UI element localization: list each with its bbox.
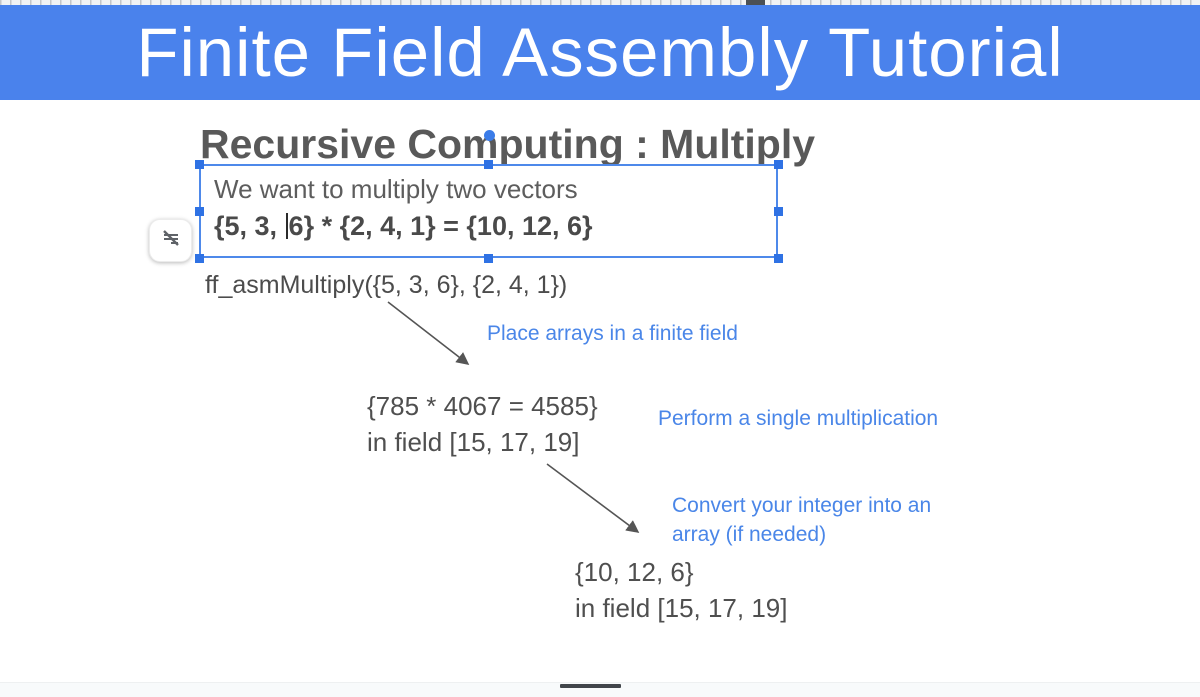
step2-line-1: {785 * 4067 = 4585}: [367, 391, 598, 421]
step2-line-2: in field [15, 17, 19]: [367, 427, 580, 457]
selection-handle-top-middle[interactable]: [484, 160, 493, 169]
textbox-line-2-before-caret: {5, 3,: [214, 211, 285, 241]
rotation-handle[interactable]: [484, 130, 495, 141]
selection-handle-top-left[interactable]: [195, 160, 204, 169]
flow-arrow-2[interactable]: [540, 456, 652, 546]
step3-block[interactable]: {10, 12, 6} in field [15, 17, 19]: [575, 554, 787, 626]
banner-title-text: Finite Field Assembly Tutorial: [136, 14, 1064, 91]
code-call-text[interactable]: ff_asmMultiply({5, 3, 6}, {2, 4, 1}): [205, 271, 568, 299]
top-tick-dark-segment: [746, 0, 765, 5]
selection-handle-bottom-left[interactable]: [195, 254, 204, 263]
bottom-panel-strip: [0, 682, 1200, 697]
step3-line-1: {10, 12, 6}: [575, 557, 694, 587]
top-tick-strip: [0, 0, 1200, 5]
annotation-convert-line-1: Convert your integer into an: [672, 494, 932, 517]
slide-title-banner[interactable]: Finite Field Assembly Tutorial: [0, 5, 1200, 100]
notes-resize-handle[interactable]: [560, 684, 621, 688]
selection-handle-top-right[interactable]: [774, 160, 783, 169]
slide-heading[interactable]: Recursive Computing : Multiply: [200, 121, 816, 167]
format-options-button[interactable]: [149, 219, 192, 262]
selection-handle-bottom-middle[interactable]: [484, 254, 493, 263]
annotation-place-arrays[interactable]: Place arrays in a finite field: [487, 322, 738, 345]
annotation-single-multiplication[interactable]: Perform a single multiplication: [658, 407, 939, 430]
selection-handle-middle-left[interactable]: [195, 207, 204, 216]
flow-arrow-1[interactable]: [380, 294, 490, 386]
textbox-line-2-after-caret: 6} * {2, 4, 1} = {10, 12, 6}: [288, 211, 593, 241]
text-cursor: [285, 213, 288, 239]
annotation-convert-integer[interactable]: Convert your integer into an array (if n…: [672, 491, 931, 549]
selection-handle-middle-right[interactable]: [774, 207, 783, 216]
annotation-convert-line-2: array (if needed): [672, 523, 827, 546]
selected-textbox[interactable]: We want to multiply two vectors {5, 3, 6…: [199, 164, 778, 258]
textbox-line-2: {5, 3, 6} * {2, 4, 1} = {10, 12, 6}: [214, 207, 776, 245]
step2-block[interactable]: {785 * 4067 = 4585} in field [15, 17, 19…: [367, 388, 598, 460]
selection-handle-bottom-right[interactable]: [774, 254, 783, 263]
textbox-line-1: We want to multiply two vectors: [214, 174, 578, 204]
step3-line-2: in field [15, 17, 19]: [575, 593, 788, 623]
lines-with-slash-icon: [160, 227, 182, 254]
